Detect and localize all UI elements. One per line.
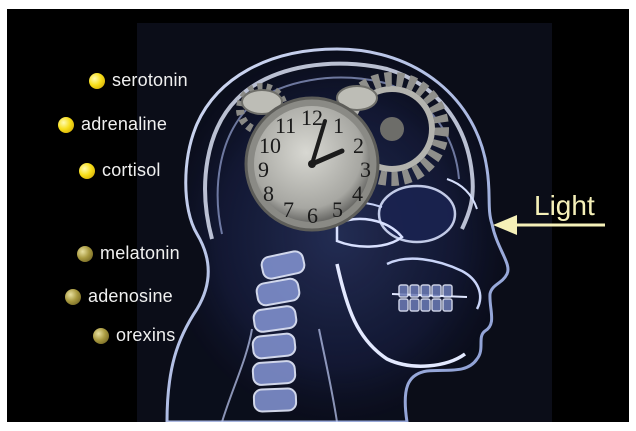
label-text: adenosine xyxy=(88,286,173,307)
label-orexins: orexins xyxy=(93,325,175,346)
label-melatonin: melatonin xyxy=(77,243,180,264)
label-cortisol: cortisol xyxy=(79,160,161,181)
bright-dot-icon xyxy=(79,163,95,179)
bright-dot-icon xyxy=(89,73,105,89)
label-text: cortisol xyxy=(102,160,161,181)
label-adenosine: adenosine xyxy=(65,286,173,307)
label-text: melatonin xyxy=(100,243,180,264)
dim-dot-icon xyxy=(93,328,109,344)
label-text: adrenaline xyxy=(81,114,167,135)
label-text: orexins xyxy=(116,325,175,346)
diagram-stage: 12 1 2 3 4 5 6 7 8 9 10 11 serotonin adr… xyxy=(7,9,629,422)
label-text: serotonin xyxy=(112,70,188,91)
dim-dot-icon xyxy=(77,246,93,262)
dim-dot-icon xyxy=(65,289,81,305)
label-serotonin: serotonin xyxy=(89,70,188,91)
arrow-left-icon xyxy=(493,213,613,243)
label-adrenaline: adrenaline xyxy=(58,114,167,135)
bright-dot-icon xyxy=(58,117,74,133)
